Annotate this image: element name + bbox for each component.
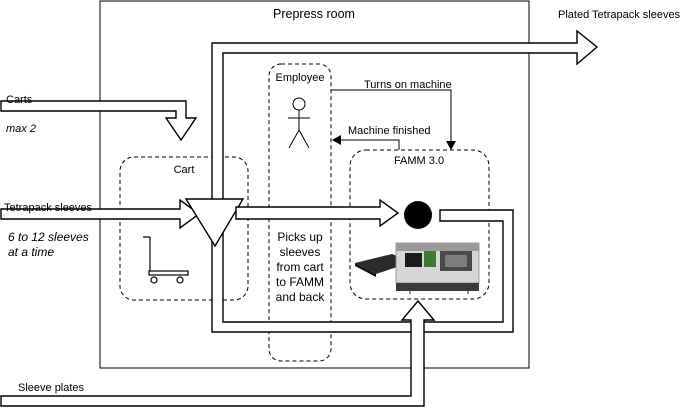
sleeves-label: Tetrapack sleeves [4,202,93,214]
prepress-room-label: Prepress room [273,7,355,21]
employee-action-line-3: from cart [276,260,324,274]
famm-zone [349,149,490,300]
sleeves-input-arrow [0,198,201,230]
turns-on-arrowhead [446,141,456,150]
employee-action-line-4: to FAMM [276,275,324,289]
cart-to-famm-arrow [235,198,400,228]
cart-zone [119,156,249,301]
sleeves-note-line-1: 6 to 12 sleeves [8,230,89,244]
machine-photo [355,242,480,294]
plates-input-arrow [0,299,436,407]
employee-zone-label: Employee [276,72,325,84]
turns-on-label: Turns on machine [364,79,452,91]
finished-arrowhead [332,135,341,145]
cart-merge-node [184,198,245,248]
stick-figure-icon [288,97,310,149]
sleeves-note-line-2: at a time [8,245,54,259]
finished-label: Machine finished [348,125,431,137]
output-label: Plated Tetrapack sleeves [558,9,681,21]
carts-note: max 2 [6,123,36,135]
cart-icon [143,236,189,284]
finished-connector [335,139,400,150]
famm-process-node [404,201,432,229]
employee-action-line-1: Picks up [277,230,323,244]
employee-action-line-5: and back [276,290,326,304]
employee-action-line-2: sleeves [280,245,321,259]
plates-label: Sleeve plates [18,382,85,394]
famm-zone-label: FAMM 3.0 [394,155,444,167]
turns-on-connector [331,89,452,147]
prepress-room-boundary [99,0,530,369]
cart-zone-label: Cart [174,164,195,176]
employee-action-text: Picks up sleeves from cart to FAMM and b… [276,230,326,304]
carts-label: Carts [6,94,33,106]
output-flow-arrow [211,29,599,333]
carts-input-arrow [0,100,198,142]
